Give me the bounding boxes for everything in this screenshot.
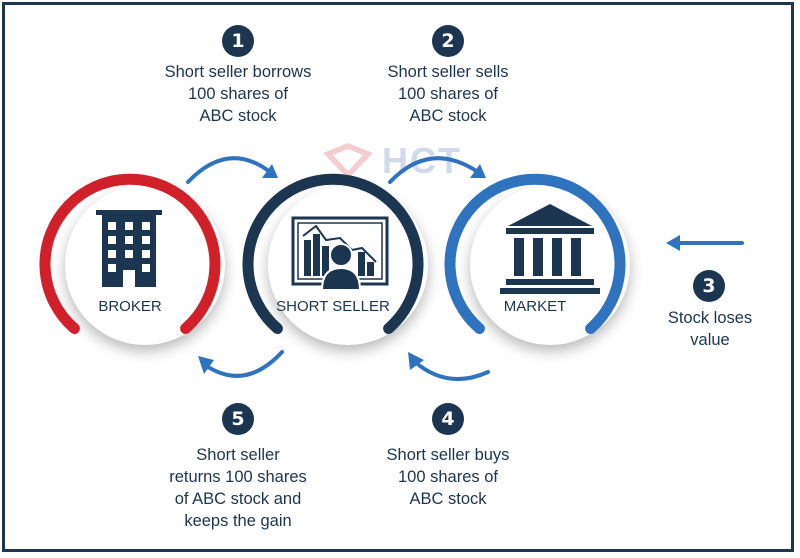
flow-arrows xyxy=(186,156,744,382)
step-3-text: Stock loses value xyxy=(667,309,753,349)
arrow-borrow-icon xyxy=(186,156,272,184)
step-2-text: Short seller sells 100 shares of ABC sto… xyxy=(387,63,509,125)
bank-icon xyxy=(500,204,600,294)
market-ring xyxy=(444,173,626,334)
broker-ring xyxy=(39,173,221,334)
step-2-number: 2 xyxy=(432,25,464,57)
arrow-heads xyxy=(198,164,680,374)
arrow-buy-icon xyxy=(413,360,490,382)
arrow-return-icon xyxy=(203,350,284,378)
step-1-number: 1 xyxy=(222,25,254,57)
arrow-sell-icon xyxy=(388,156,480,184)
step-3-number: 3 xyxy=(693,270,725,302)
step-4-text: Short seller buys 100 shares of ABC stoc… xyxy=(386,446,510,508)
step-5-text: Short seller returns 100 shares of ABC s… xyxy=(169,446,307,530)
step-4-number: 4 xyxy=(432,403,464,435)
short-seller-ring xyxy=(242,173,424,334)
step-1-text: Short seller borrows 100 shares of ABC s… xyxy=(164,63,312,125)
hct-logo-icon xyxy=(323,143,373,179)
broker-label: BROKER xyxy=(98,298,162,315)
trader-chart-icon xyxy=(291,216,389,291)
step-5-number: 5 xyxy=(222,403,254,435)
diagram-frame xyxy=(2,2,794,552)
market-label: MARKET xyxy=(503,298,567,315)
building-icon xyxy=(96,210,162,287)
short-seller-label: SHORT SELLER xyxy=(276,298,390,315)
